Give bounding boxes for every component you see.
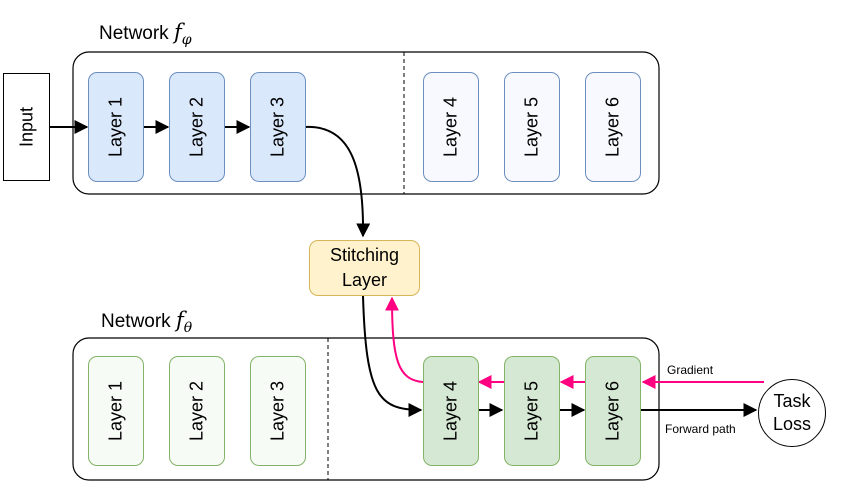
top-layer-5: Layer 5 — [504, 72, 560, 182]
stitching-layer: Stitching Layer — [309, 240, 420, 296]
network-bottom-title: Network fθ — [101, 308, 193, 336]
arrow-stitching-to-layer4 — [362, 295, 423, 417]
bottom-layer-4: Layer 4 — [423, 356, 479, 466]
network-top-container — [72, 51, 660, 195]
network-top-title: Network fφ — [99, 20, 192, 48]
network-bottom-subscript: θ — [183, 319, 193, 336]
top-layer-3: Layer 3 — [250, 72, 306, 182]
task-loss-node: Task Loss — [758, 379, 826, 447]
network-top-symbol: f — [173, 20, 182, 44]
bottom-layer-1: Layer 1 — [88, 356, 144, 466]
top-layer-6: Layer 6 — [585, 72, 641, 182]
bottom-layer-2: Layer 2 — [169, 356, 225, 466]
bottom-layer-3: Layer 3 — [250, 356, 306, 466]
forward-path-label: Forward path — [665, 422, 736, 436]
stitching-layer-line1: Stitching — [329, 245, 400, 265]
top-layer-4: Layer 4 — [423, 72, 479, 182]
task-loss-line1: Task — [773, 391, 811, 411]
network-bottom-symbol: f — [175, 308, 184, 332]
input-label: Input — [16, 106, 36, 148]
input-box: Input — [3, 73, 50, 181]
network-top-subscript: φ — [181, 31, 192, 48]
bottom-layer-5: Layer 5 — [504, 356, 560, 466]
bottom-layer-6: Layer 6 — [585, 356, 641, 466]
task-loss-line2: Loss — [772, 414, 812, 434]
top-layer-2: Layer 2 — [169, 72, 225, 182]
arrow-layer3-to-stitching — [304, 125, 371, 238]
arrow-gradient-layer4-to-stitching — [385, 296, 424, 383]
top-layer-1: Layer 1 — [88, 72, 144, 182]
gradient-label: Gradient — [667, 363, 714, 377]
stitching-layer-line2: Layer — [341, 270, 387, 290]
